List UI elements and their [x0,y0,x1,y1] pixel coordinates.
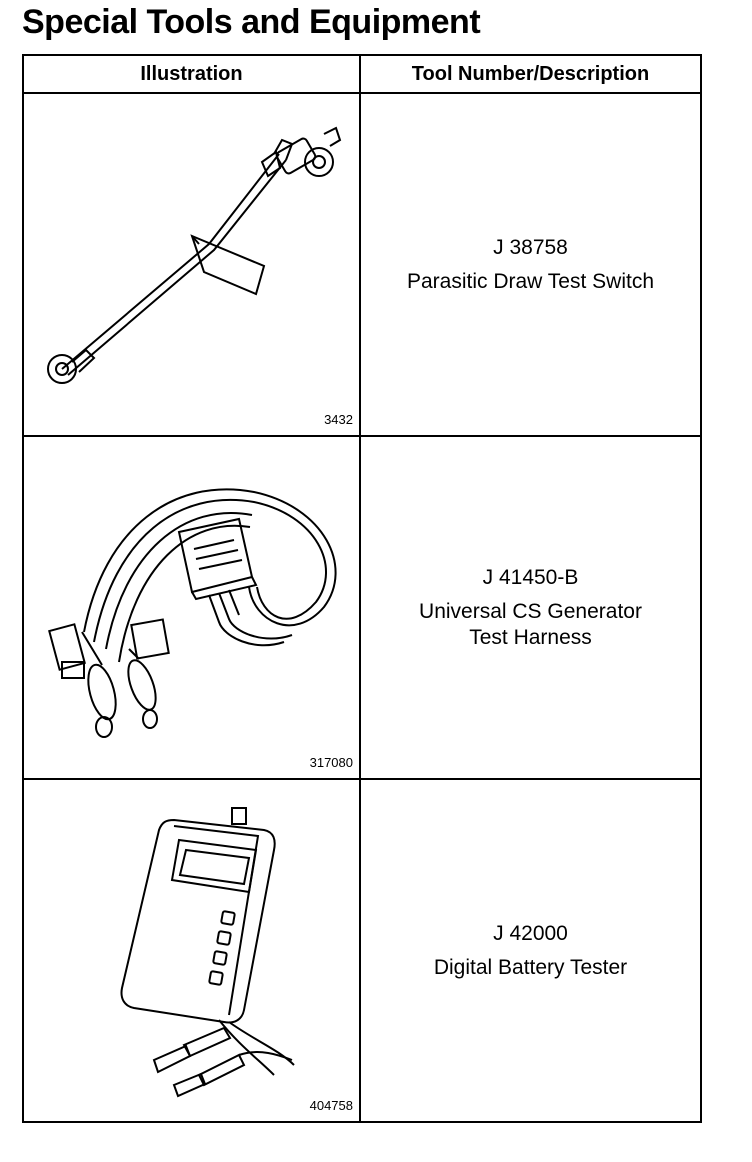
figure-number: 3432 [324,412,353,427]
header-tool-number-description: Tool Number/Description [359,54,702,94]
illustration-cell: 404758 [22,778,361,1123]
description-cell: J 41450-B Universal CS Generator Test Ha… [359,435,702,780]
illustration-cell: 317080 [22,435,361,780]
table-header-row: Illustration Tool Number/Description [22,54,702,94]
table-row: 3432 J 38758 Parasitic Draw Test Switch [22,92,702,437]
cs-generator-test-harness-illustration [48,488,337,738]
figure-number: 317080 [309,755,353,770]
tool-description: Parasitic Draw Test Switch [406,269,655,293]
table-row: 404758 J 42000 Digital Battery Tester [22,778,702,1123]
tool-number: J 41450-B [482,565,579,589]
header-illustration: Illustration [22,54,361,94]
parasitic-draw-switch-illustration [47,126,342,384]
tool-description: Universal CS Generator Test Harness [419,599,642,649]
special-tools-table: Illustration Tool Number/Description [22,54,702,1123]
page-title: Special Tools and Equipment [22,3,481,41]
tool-number: J 42000 [493,921,568,945]
tool-number: J 38758 [493,235,568,259]
table-row: 317080 J 41450-B Universal CS Generator … [22,435,702,780]
figure-number: 404758 [309,1098,353,1113]
description-cell: J 38758 Parasitic Draw Test Switch [359,92,702,437]
illustration-cell: 3432 [22,92,361,437]
description-cell: J 42000 Digital Battery Tester [359,778,702,1123]
digital-battery-tester-illustration [120,807,295,1098]
tool-description: Digital Battery Tester [433,955,628,979]
